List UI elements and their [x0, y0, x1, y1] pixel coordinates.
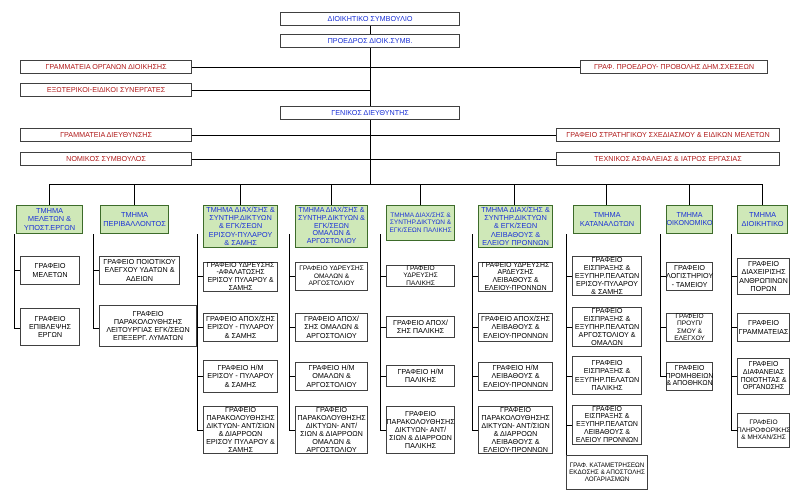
office-water-supply-omala: ΓΡΑΦΕΙΟ ΥΔΡΕΥΣΗΣ ΟΜΑΛΩΝ & ΑΡΓΟΣΤΟΛΙΟΥ: [295, 262, 368, 291]
office-electromech-erisos: ΓΡΑΦΕΙΟ Η/Μ ΕΡΙΣΟΥ - ΠΥΛΑΡΟΥ & ΣΑΜΗΣ: [203, 360, 278, 393]
office-secretariat: ΓΡΑΦΕΙΟ ΓΡΑΜΜΑΤΕΙΑΣ: [737, 313, 790, 342]
office-water-supply-erisos: ΓΡΑΦΕΙΟ ΥΔΡΕΥΣΗΣ -ΑΦΑΛΑΤΩΣΗΣ ΕΡΙΣΟΥ ΠΥΛΑ…: [203, 262, 278, 292]
office-customer-erisos: ΓΡΑΦΕΙΟ ΕΙΣΠΡΑΞΗΣ & ΕΞΥΠΗΡ.ΠΕΛΑΤΩΝ ΕΡΙΣΟ…: [572, 255, 642, 296]
office-sewerage-livathos: ΓΡΑΦΕΙΟ ΑΠΟΧ/ΣΗΣ ΛΕΙΒΑΘΟΥΣ & ΕΛΕΙΟΥ-ΠΡΟΝ…: [478, 313, 553, 342]
staff-secretariat-direction: ΓΡΑΜΜΑΤΕΙΑ ΔΙΕΥΘΥΝΣΗΣ: [20, 128, 192, 142]
office-transparency-quality: ΓΡΑΦΕΙΟ ΔΙΑΦΑΝΕΙΑΣ ΠΟΙΟΤΗΤΑΣ & ΟΡΓΑΝΩΣΗΣ: [737, 358, 790, 395]
dept-network-paliki: ΤΜΗΜΑ ΔΙΑΧ/ΣΗΣ & ΣΥΝΤΗΡ.ΔΙΚΤΥΩΝ & ΕΓΚ/ΣΕ…: [386, 205, 455, 241]
staff-safety-technician: ΤΕΧΝΙΚΟΣ ΑΣΦΑΛΕΙΑΣ & ΙΑΤΡΟΣ ΕΡΓΑΣΙΑΣ: [556, 152, 780, 166]
office-human-resources: ΓΡΑΦΕΙΟ ΔΙΑΧΕΙΡΙΣΗΣ ΑΝΘΡΩΠΙΝΩΝ ΠΟΡΩΝ: [737, 258, 790, 295]
office-leak-monitoring-omala: ΓΡΑΦΕΙΟ ΠΑΡΑΚΟΛΟΥΘΗΣΗΣ ΔΙΚΤΥΩΝ- ΑΝΤ/ΣΙΩΝ…: [295, 405, 368, 454]
office-it-mechanization: ΓΡΑΦΕΙΟ ΠΛΗΡΟΦΟΡΙΚΗΣ & ΜΗΧΑΝ/ΣΗΣ: [737, 413, 790, 448]
office-procurement: ΓΡΑΦΕΙΟ ΠΡΟΜΗΘΕΙΩΝ & ΑΠΟΘΗΚΩΝ: [666, 362, 713, 391]
office-electromech-paliki: ΓΡΑΦΕΙΟ Η/Μ ΠΑΛΙΚΗΣ: [386, 365, 455, 387]
general-manager-box: ΓΕΝΙΚΟΣ ΔΙΕΥΘΥΝΤΗΣ: [280, 106, 460, 120]
dept-consumers: ΤΜΗΜΑ ΚΑΤΑΝΑΛΩΤΩΝ: [573, 205, 641, 234]
staff-external-partners: ΕΞΩΤΕΡΙΚΟΙ-ΕΙΔΙΚΟΙ ΣΥΝΕΡΓΑΤΕΣ: [20, 83, 192, 97]
office-supervision: ΓΡΑΦΕΙΟ ΕΠΙΒΛΕΨΗΣ ΕΡΓΩΝ: [20, 308, 80, 346]
staff-strategic-office: ΓΡΑΦΕΙΟ ΣΤΡΑΤΗΓΙΚΟΥ ΣΧΕΔΙΑΣΜΟΥ & ΕΙΔΙΚΩΝ…: [556, 128, 780, 142]
dept-studies: ΤΜΗΜΑ ΜΕΛΕΤΩΝ & ΥΠΟΣΤ.ΕΡΓΩΝ: [16, 205, 83, 234]
office-water-quality: ΓΡΑΦΕΙΟ ΠΟΙΟΤΙΚΟΥ ΕΛΕΓΧΟΥ ΥΔΑΤΩΝ & ΑΔΕΙΩ…: [99, 256, 180, 285]
dept-network-omala: ΤΜΗΜΑ ΔΙΑΧ/ΣΗΣ & ΣΥΝΤΗΡ.ΔΙΚΤΥΩΝ & ΕΓΚ/ΣΕ…: [295, 205, 368, 248]
office-sewerage-erisos: ΓΡΑΦΕΙΟ ΑΠΟΧ/ΣΗΣ ΕΡΙΣΟΥ - ΠΥΛΑΡΟΥ & ΣΑΜΗ…: [203, 313, 278, 342]
office-metering-billing: ΓΡΑΦ. ΚΑΤΑΜΕΤΡΗΣΕΩΝ ΕΚΔΟΣΗΣ & ΑΠΟΣΤΟΛΗΣ …: [566, 455, 648, 490]
office-electromech-livathos: ΓΡΑΦΕΙΟ Η/Μ ΛΕΙΒΑΘΟΥΣ & ΕΛΕΙΟΥ-ΠΡΟΝΝΩΝ: [478, 362, 553, 391]
board-box: ΔΙΟΙΚΗΤΙΚΟ ΣΥΜΒΟΥΛΙΟ: [280, 12, 460, 26]
staff-secretariat-admin: ΓΡΑΜΜΑΤΕΙΑ ΟΡΓΑΝΩΝ ΔΙΟΙΚΗΣΗΣ: [20, 60, 192, 74]
dept-finance: ΤΜΗΜΑ ΟΙΚΟΝΟΜΙΚΟ: [666, 205, 713, 234]
staff-legal-advisor: ΝΟΜΙΚΟΣ ΣΥΜΒΟΥΛΟΣ: [20, 152, 192, 166]
office-customer-paliki: ΓΡΑΦΕΙΟ ΕΙΣΠΡΑΞΗΣ & ΕΞΥΠΗΡ.ΠΕΛΑΤΩΝ ΠΑΛΙΚ…: [572, 356, 642, 395]
office-water-supply-paliki: ΓΡΑΦΕΙΟ ΥΔΡΕΥΣΗΣ ΠΑΛΙΚΗΣ: [386, 265, 455, 287]
dept-network-livathos: ΤΜΗΜΑ ΔΙΑΧ/ΣΗΣ & ΣΥΝΤΗΡ.ΔΙΚΤΥΩΝ & ΕΓΚ/ΣΕ…: [478, 205, 553, 248]
dept-administration: ΤΜΗΜΑ ΔΙΟΙΚΗΤΙΚΟ: [737, 205, 788, 234]
dept-network-erisos: ΤΜΗΜΑ ΔΙΑΧ/ΣΗΣ & ΣΥΝΤΗΡ.ΔΙΚΤΥΩΝ & ΕΓΚ/ΣΕ…: [203, 205, 278, 248]
office-wastewater-monitoring: ΓΡΑΦΕΙΟ ΠΑΡΑΚΟΛΟΥΘΗΣΗΣ ΛΕΙΤΟΥΡΓΙΑΣ ΕΓΚ/Σ…: [99, 305, 197, 347]
office-leak-monitoring-livathos: ΓΡΑΦΕΙΟ ΠΑΡΑΚΟΛΟΥΘΗΣΗΣ ΔΙΚΤΥΩΝ- ΑΝΤ/ΣΙΩΝ…: [478, 405, 553, 454]
staff-chair-office: ΓΡΑΦ. ΠΡΟΕΔΡΟΥ- ΠΡΟΒΟΛΗΣ ΔΗΜ.ΣΧΕΣΕΩΝ: [580, 60, 768, 74]
office-budget: ΓΡΑΦΕΙΟ ΠΡΟΥΠ/ΣΜΟΥ & ΕΛΕΓΧΟΥ: [666, 313, 713, 342]
office-water-supply-livathos: ΓΡΑΦΕΙΟ ΥΔΡΕΥΣΗΣ ΑΡΔΕΥΣΗΣ ΛΕΙΒΑΘΟΥΣ & ΕΛ…: [478, 262, 553, 292]
office-sewerage-paliki: ΓΡΑΦΕΙΟ ΑΠΟΧ/ΣΗΣ ΠΑΛΙΚΗΣ: [386, 316, 455, 338]
office-customer-livathos: ΓΡΑΦΕΙΟ ΕΙΣΠΡΑΞΗΣ & ΕΞΥΠΗΡ.ΠΕΛΑΤΩΝ ΛΕΙΒΑ…: [572, 405, 642, 445]
office-studies: ΓΡΑΦΕΙΟ ΜΕΛΕΤΩΝ: [20, 256, 80, 285]
chair-box: ΠΡΟΕΔΡΟΣ ΔΙΟΙΚ.ΣΥΜΒ.: [280, 34, 460, 48]
office-accounting: ΓΡΑΦΕΙΟ ΛΟΓΙΣΤΗΡΙΟΥ - ΤΑΜΕΙΟΥ: [666, 262, 713, 291]
office-customer-argostoli: ΓΡΑΦΕΙΟ ΕΙΣΠΡΑΞΗΣ & ΕΞΥΠΗΡ.ΠΕΛΑΤΩΝ ΑΡΓΟΣ…: [572, 306, 642, 347]
dept-environment: ΤΜΗΜΑ ΠΕΡΙΒΑΛΛΟΝΤΟΣ: [100, 205, 169, 234]
office-leak-monitoring-erisos: ΓΡΑΦΕΙΟ ΠΑΡΑΚΟΛΟΥΘΗΣΗΣ ΔΙΚΤΥΩΝ- ΑΝΤ/ΣΙΩΝ…: [203, 405, 278, 454]
office-sewerage-omala: ΓΡΑΦΕΙΟ ΑΠΟΧ/ΣΗΣ ΟΜΑΛΩΝ & ΑΡΓΟΣΤΟΛΙΟΥ: [295, 313, 368, 342]
office-electromech-omala: ΓΡΑΦΕΙΟ Η/Μ ΟΜΑΛΩΝ & ΑΡΓΟΣΤΟΛΙΟΥ: [295, 362, 368, 391]
office-leak-monitoring-paliki: ΓΡΑΦΕΙΟ ΠΑΡΑΚΟΛΟΥΘΗΣΗΣ ΔΙΚΤΥΩΝ- ΑΝΤ/ΣΙΩΝ…: [386, 406, 455, 454]
